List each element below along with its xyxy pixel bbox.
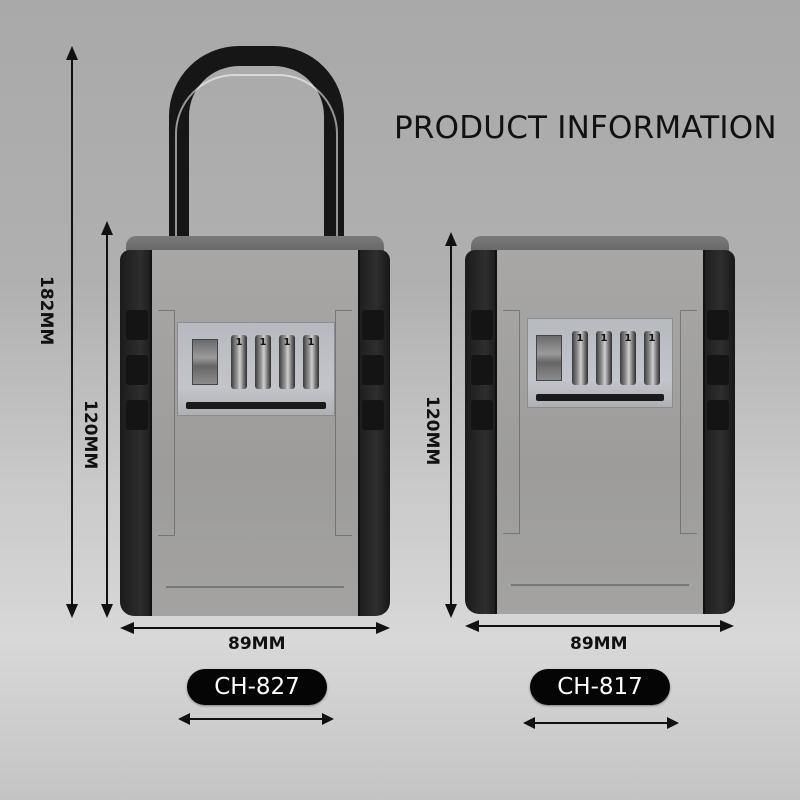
model-badge-ch817: CH-817 xyxy=(530,669,670,705)
combination-window: 1 1 1 1 xyxy=(527,318,673,408)
arrow-up-icon xyxy=(66,46,78,60)
right-grip xyxy=(701,250,735,614)
arrow-down-icon xyxy=(101,604,113,618)
arrow-right-icon xyxy=(322,713,334,725)
dial-wheel[interactable]: 1 xyxy=(620,331,636,385)
arrow-down-icon xyxy=(66,604,78,618)
lock-body-ch827: 1 1 1 1 xyxy=(120,236,390,616)
dial-wheel[interactable]: 1 xyxy=(255,335,271,389)
width-label: 89MM xyxy=(228,634,286,654)
shackle xyxy=(169,46,344,246)
dial-wheel[interactable]: 1 xyxy=(231,335,247,389)
arrow-left-icon xyxy=(465,620,479,632)
release-button[interactable] xyxy=(536,335,562,381)
total-height-label: 182MM xyxy=(36,276,56,346)
arrow-up-icon xyxy=(445,232,457,246)
dial-wheel[interactable]: 1 xyxy=(303,335,319,389)
dial-wheel[interactable]: 1 xyxy=(279,335,295,389)
body-height-label: 120MM xyxy=(422,396,442,466)
arrow-up-icon xyxy=(101,221,113,235)
key-slot xyxy=(536,394,664,401)
lock-face: 1 1 1 1 xyxy=(495,250,705,614)
lock-face: 1 1 1 1 xyxy=(150,250,360,616)
key-slot xyxy=(186,402,326,409)
arrow-left-icon xyxy=(178,713,190,725)
arrow-right-icon xyxy=(720,620,734,632)
arrow-left-icon xyxy=(120,622,134,634)
body-height-label: 120MM xyxy=(80,400,100,470)
lock-body-ch817: 1 1 1 1 xyxy=(465,236,735,614)
left-grip xyxy=(120,250,154,616)
dial-wheel[interactable]: 1 xyxy=(572,331,588,385)
combination-window: 1 1 1 1 xyxy=(177,322,335,416)
right-grip xyxy=(356,250,390,616)
dial-wheel[interactable]: 1 xyxy=(644,331,660,385)
arrow-right-icon xyxy=(376,622,390,634)
page-title: PRODUCT INFORMATION xyxy=(394,110,777,146)
dial-wheel[interactable]: 1 xyxy=(596,331,612,385)
width-label: 89MM xyxy=(570,634,628,654)
arrow-down-icon xyxy=(445,604,457,618)
arrow-left-icon xyxy=(523,717,535,729)
release-button[interactable] xyxy=(192,339,218,385)
left-grip xyxy=(465,250,499,614)
model-badge-ch827: CH-827 xyxy=(187,669,327,705)
arrow-right-icon xyxy=(667,717,679,729)
